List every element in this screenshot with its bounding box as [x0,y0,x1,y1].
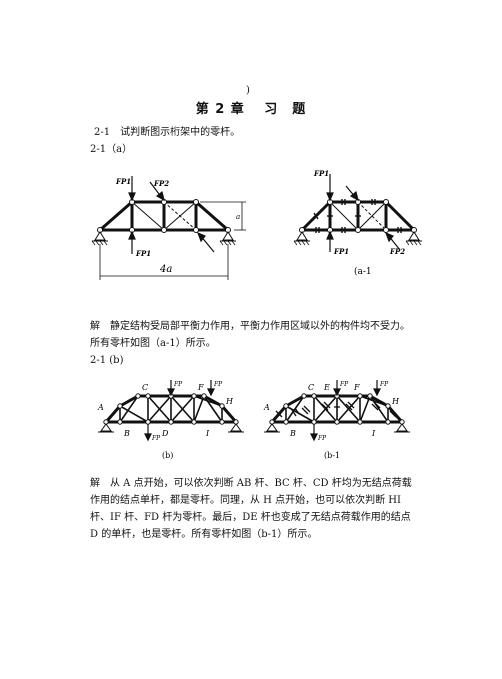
node-c-label: C [142,383,148,392]
fp1-label: FP1 [313,169,329,178]
node-a-label: A [97,403,104,412]
node-f-label: F [197,383,204,392]
subproblem-a-label: 2-1（a） [90,144,133,155]
chapter-title: 第 2 章 习 题 [195,102,307,117]
node-i-label: I [205,429,210,438]
node-b-label: B [289,429,296,438]
node-i-label: I [371,429,376,438]
fp1-bottom-label: FP1 [135,249,151,258]
fp-label: FP [173,381,183,388]
node-a-label: A [263,403,270,412]
node-h-label: H [225,397,234,406]
figure-b-caption: (b) [162,451,173,460]
stray-mark: ) [246,85,250,96]
node-c-label: C [308,383,314,392]
figure-b-truss: A B C D F H I FP FP FP (b) [97,380,244,460]
node-h-label: H [391,397,400,406]
fp1-label: FP1 [115,177,131,186]
fp2-label: FP2 [389,247,405,256]
fp-label: FP [151,435,161,442]
dim-a-label: a [236,213,240,221]
fp-label: FP [317,435,327,442]
figure-b1-truss: A B C E F H I FP FP FP (b-1 [263,380,410,460]
subproblem-b-label: 2-1 (b) [90,355,124,366]
node-b-label: B [123,429,130,438]
dim-4a-label: 4a [159,264,172,275]
fp-label: FP [213,381,223,388]
figure-b1-caption: (b-1 [324,451,340,460]
fp-label: FP [379,381,389,388]
node-d-label: D [161,429,169,438]
solution-a-text: 解 静定结构受局部平衡力作用，平衡力作用区域以外的构件均不受力。所有零杆如图（a… [90,321,410,349]
solution-b-text: 解 从 A 点开始，可以依次判断 AB 杆、BC 杆、CD 杆均为无结点荷载作用… [90,478,412,540]
figure-a-truss: FP1 FP2 FP1 a 4a [91,176,246,280]
problem-statement: 2-1 试判断图示桁架中的零杆。 [94,127,241,138]
fp1-bottom-label: FP1 [333,247,349,256]
fp-label: FP [339,381,349,388]
fp2-label: FP2 [153,179,169,188]
figure-a1-caption: (a-1 [354,266,372,277]
figure-a1-truss: FP1 FP1 FP2 (a-1 [293,169,422,277]
node-f-label: F [353,383,360,392]
node-e-label: E [323,383,330,392]
